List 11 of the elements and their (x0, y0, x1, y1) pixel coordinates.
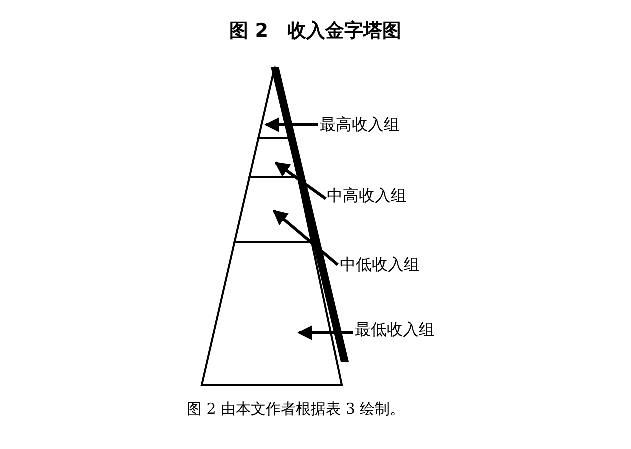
figure-title: 图 2 收入金字塔图 (228, 19, 402, 44)
group-label: 最低收入组 (355, 320, 435, 340)
figure-caption: 图 2 由本文作者根据表 3 绘制。 (187, 400, 406, 419)
group-label: 最高收入组 (320, 115, 400, 135)
arrow (264, 118, 318, 132)
pyramid-band (248, 137, 300, 178)
pyramid-band (234, 176, 314, 243)
group-label: 中低收入组 (340, 255, 420, 275)
arrow (274, 162, 327, 200)
group-label: 中高收入组 (327, 186, 407, 206)
arrow (272, 210, 339, 266)
